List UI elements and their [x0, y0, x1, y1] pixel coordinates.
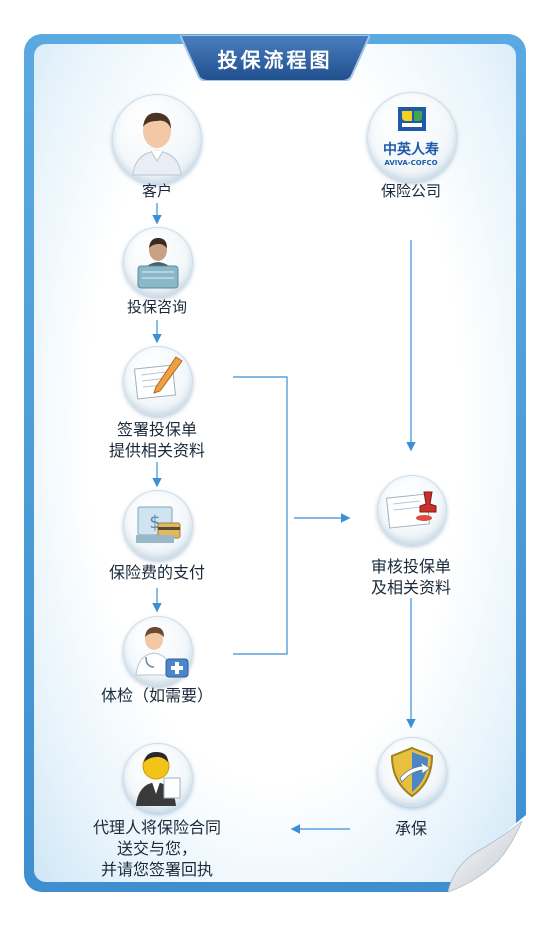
agent-person-icon — [136, 752, 181, 806]
shield-icon — [390, 746, 434, 798]
review-avatar — [377, 475, 447, 545]
sign-avatar — [123, 346, 193, 416]
title-banner — [180, 35, 370, 81]
company-label: 保险公司 — [380, 182, 441, 200]
payment-avatar: $ — [123, 490, 193, 560]
agent-label-line3: 并请您签署回执 — [100, 860, 213, 879]
company-logo-icon — [398, 107, 426, 131]
company-logo-cn: 中英人寿 — [383, 142, 439, 158]
checkup-avatar — [123, 616, 193, 686]
underwrite-avatar — [377, 737, 447, 807]
customer-avatar — [112, 94, 202, 184]
page-title: 投保流程图 — [217, 48, 333, 72]
bracket-connector — [233, 376, 288, 655]
customer-label: 客户 — [141, 182, 172, 200]
agent-label-line2: 送交与您， — [116, 839, 197, 858]
content-panel — [34, 44, 516, 882]
checkup-label: 体检（如需要） — [100, 686, 213, 705]
stamp-document-icon — [385, 491, 437, 529]
company-logo-en: AVIVA-COFCO — [384, 159, 438, 167]
agent-label-line1: 代理人将保险合同 — [92, 818, 221, 837]
review-label-line1: 审核投保单 — [370, 557, 451, 576]
doctor-medkit-icon — [135, 627, 189, 678]
svg-text:$: $ — [149, 512, 160, 533]
document-pen-icon — [133, 356, 183, 400]
payment-label: 保险费的支付 — [108, 563, 205, 582]
agent-avatar — [123, 743, 193, 813]
payment-card-icon: $ — [136, 506, 181, 543]
sign-label-line1: 签署投保单 — [116, 420, 197, 439]
company-logo-circle — [367, 92, 457, 182]
person-icon — [132, 112, 182, 176]
review-label-line2: 及相关资料 — [370, 578, 451, 597]
consult-avatar — [123, 227, 193, 297]
consult-label: 投保咨询 — [126, 298, 187, 316]
sign-label-line2: 提供相关资料 — [108, 441, 205, 460]
page-curl — [448, 815, 526, 892]
consultant-icon — [137, 238, 179, 289]
underwrite-label: 承保 — [394, 819, 427, 838]
